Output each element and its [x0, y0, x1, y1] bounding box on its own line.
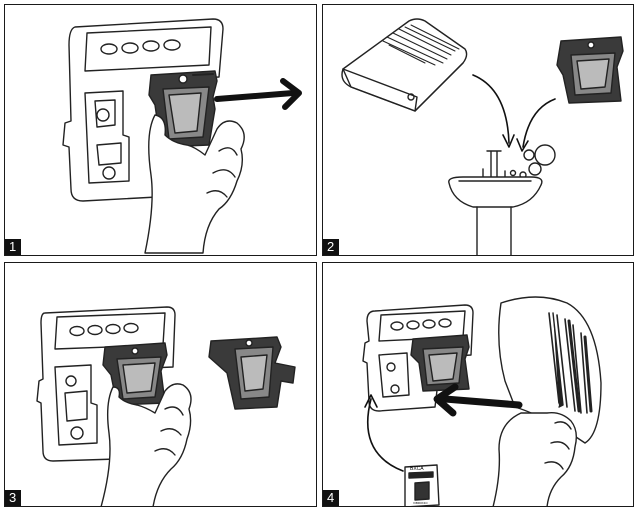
step-3-panel: 3 [4, 262, 317, 507]
rinse-arrow [523, 99, 555, 147]
hand [493, 413, 576, 507]
remove-cartridge-illustration [5, 5, 317, 256]
replace-cover-illustration [323, 263, 634, 507]
step-1-panel: 1 [4, 4, 317, 256]
rinse-arrow [473, 75, 509, 143]
step-number-badge: 1 [5, 239, 21, 255]
insert-arrow [445, 399, 519, 405]
sink-faucet [487, 151, 501, 177]
step-2-panel: 2 [322, 4, 634, 256]
step-number-badge: 4 [323, 490, 339, 506]
pull-arrow [217, 93, 293, 99]
cartridge-sublabel: VIBRONCI [413, 501, 428, 505]
step-number-badge: 2 [323, 239, 339, 255]
reinsert-cartridge-illustration [5, 263, 317, 507]
cartridge-label: BXCA [410, 466, 424, 472]
rinse-parts-illustration [323, 5, 634, 256]
step-4-panel: BXCA VIBRONCI 4 [322, 262, 634, 507]
step-number-badge: 3 [5, 490, 21, 506]
dispenser-cover [342, 19, 467, 111]
